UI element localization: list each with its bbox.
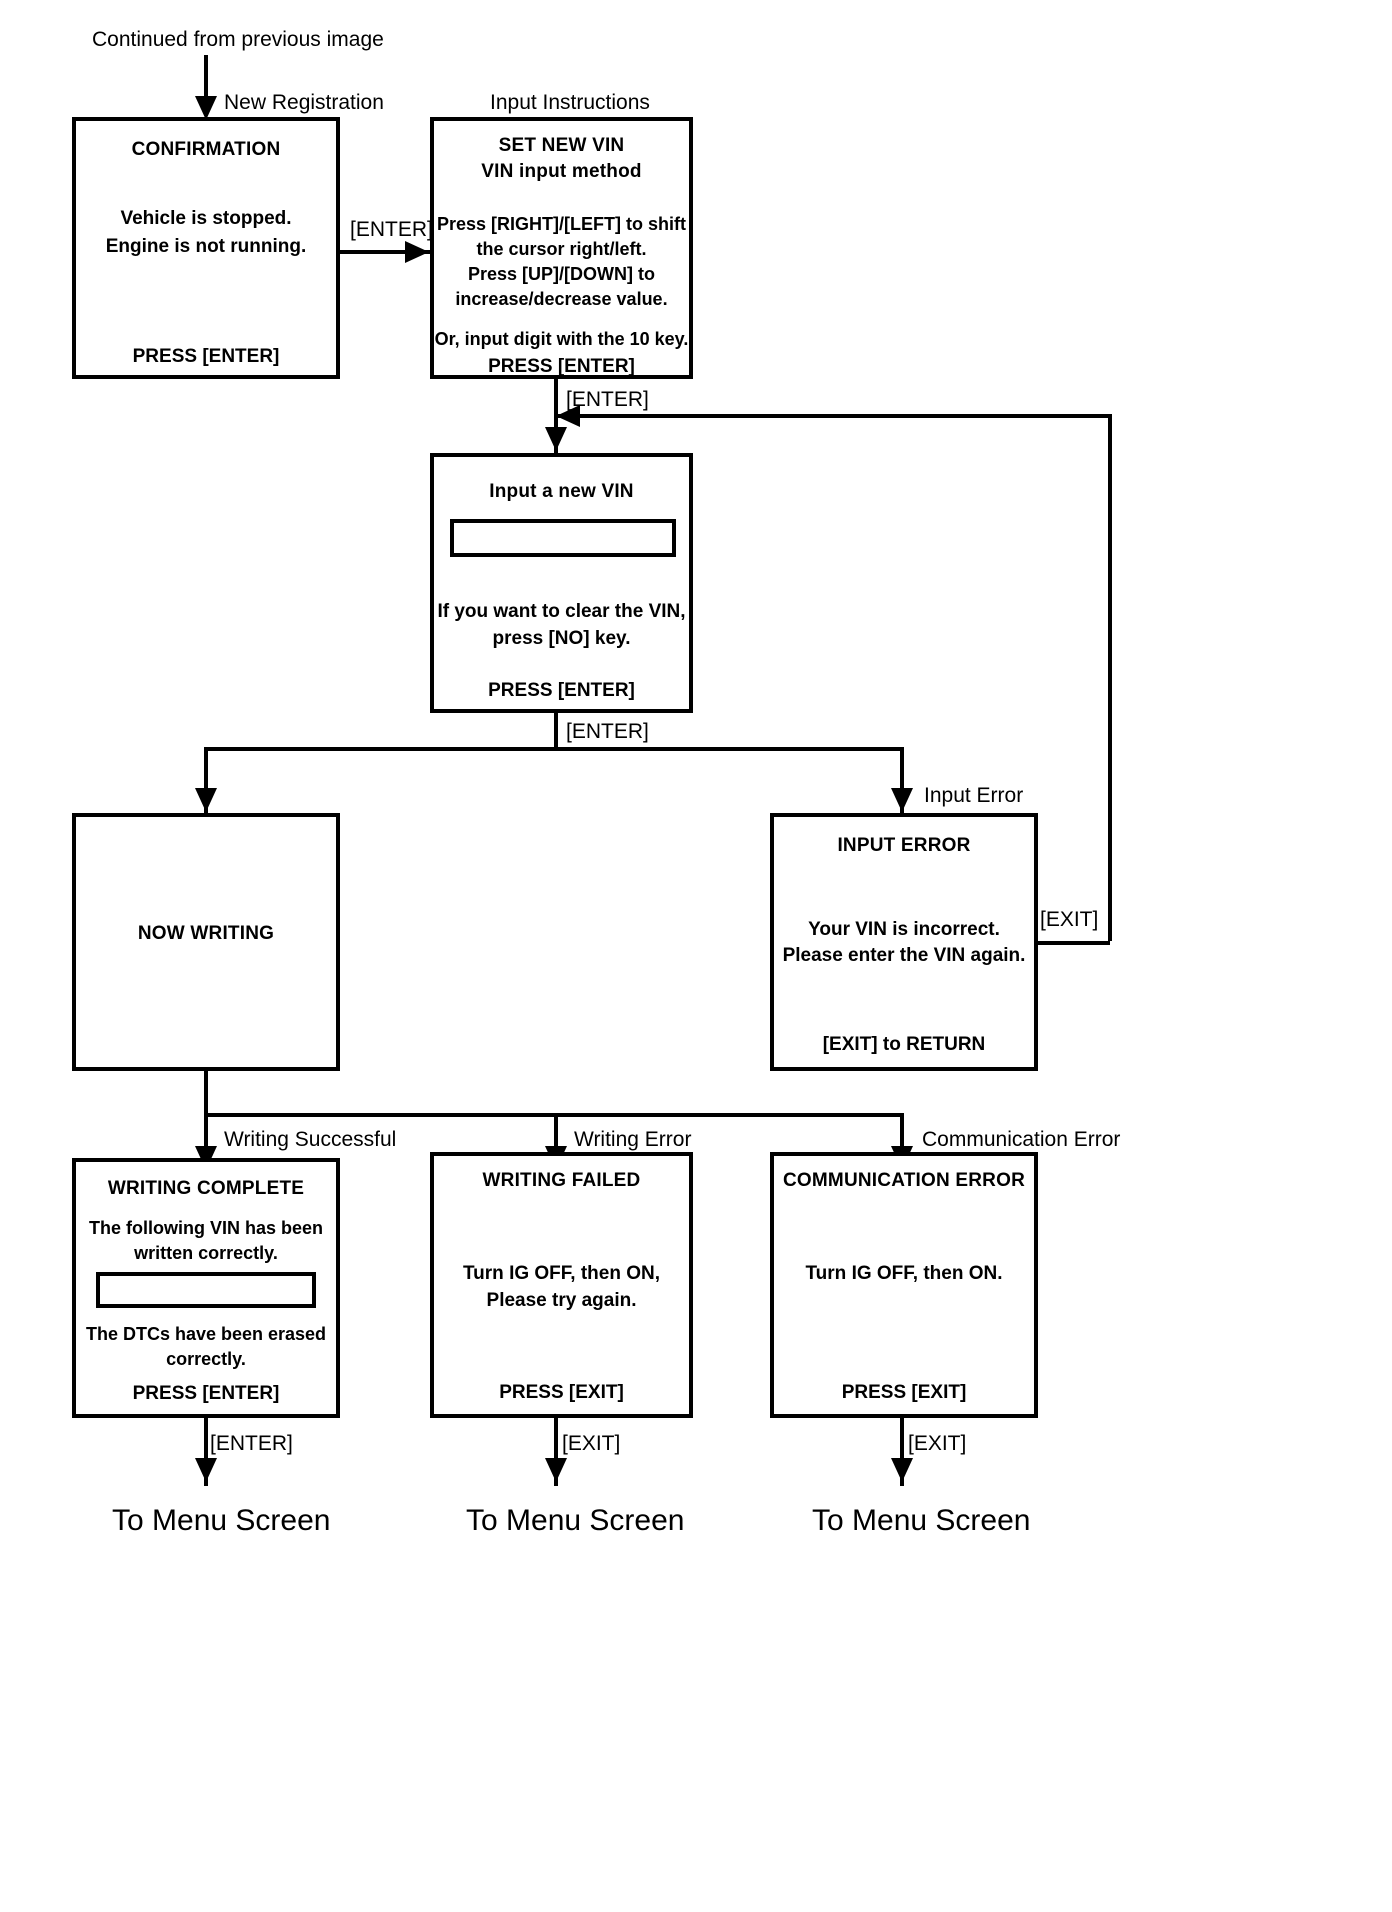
connector-commerror-to-menu xyxy=(900,1418,904,1486)
commerror-title: COMMUNICATION ERROR xyxy=(783,1170,1025,1191)
screen-writing-complete[interactable]: WRITING COMPLETE The following VIN has b… xyxy=(72,1158,340,1418)
connector-nowwriting-down xyxy=(204,1071,208,1117)
written-vin-field xyxy=(96,1272,316,1308)
caption-input-error: Input Error xyxy=(924,784,1024,807)
inputvin-title: Input a new VIN xyxy=(489,481,634,502)
inputerror-line-1: Your VIN is incorrect. xyxy=(808,919,1000,940)
writingfailed-line-1: Turn IG OFF, then ON, xyxy=(462,1263,661,1284)
inputerror-line-2: Please enter the VIN again. xyxy=(782,945,1026,966)
connector-confirmation-to-setvin xyxy=(340,250,430,254)
screen-now-writing[interactable]: NOW WRITING xyxy=(72,813,340,1071)
edge-label-exit-commerror: [EXIT] xyxy=(908,1432,967,1455)
inputvin-line-2: press [NO] key. xyxy=(492,628,631,649)
inputvin-line-1: If you want to clear the VIN, xyxy=(437,601,686,622)
edge-label-exit-failed: [EXIT] xyxy=(562,1432,621,1455)
connector-branch-to-inputerror xyxy=(900,747,904,815)
writingfailed-footer: PRESS [EXIT] xyxy=(499,1382,624,1403)
confirmation-footer: PRESS [ENTER] xyxy=(132,346,280,367)
screen-confirmation[interactable]: CONFIRMATION Vehicle is stopped. Engine … xyxy=(72,117,340,379)
connector-top-to-confirmation xyxy=(204,55,208,103)
edge-label-enter-inputvin: [ENTER] xyxy=(566,720,649,743)
arrowhead-into-nowwriting xyxy=(195,788,217,812)
writingcomplete-title: WRITING COMPLETE xyxy=(107,1178,305,1199)
setvin-line-3: Press [UP]/[DOWN] to xyxy=(467,264,655,284)
caption-input-instructions: Input Instructions xyxy=(490,91,650,114)
confirmation-line-1: Vehicle is stopped. xyxy=(120,208,292,229)
setvin-line-1: Press [RIGHT]/[LEFT] to shift xyxy=(437,214,686,234)
arrowhead-into-setvin xyxy=(405,241,429,263)
inputerror-title: INPUT ERROR xyxy=(837,835,971,856)
nowwriting-title: NOW WRITING xyxy=(137,923,275,944)
writingfailed-title: WRITING FAILED xyxy=(482,1170,641,1191)
arrowhead-failed-to-menu xyxy=(545,1458,567,1482)
connector-complete-to-menu xyxy=(204,1418,208,1486)
caption-new-registration: New Registration xyxy=(224,91,384,114)
writingcomplete-line-4: correctly. xyxy=(166,1349,246,1369)
screen-writing-failed[interactable]: WRITING FAILED Turn IG OFF, then ON, Ple… xyxy=(430,1152,693,1418)
inputerror-footer: [EXIT] to RETURN xyxy=(822,1034,986,1055)
connector-inputvin-down xyxy=(554,713,558,749)
commerror-line-1: Turn IG OFF, then ON. xyxy=(805,1263,1003,1284)
inputvin-footer: PRESS [ENTER] xyxy=(488,680,635,701)
caption-writing-successful: Writing Successful xyxy=(224,1128,397,1151)
connector-failed-to-menu xyxy=(554,1418,558,1486)
screen-communication-error[interactable]: COMMUNICATION ERROR Turn IG OFF, then ON… xyxy=(770,1152,1038,1418)
screen-set-new-vin[interactable]: SET NEW VIN VIN input method Press [RIGH… xyxy=(430,117,693,379)
confirmation-title: CONFIRMATION xyxy=(131,139,281,160)
edge-label-exit-return: [EXIT] xyxy=(1040,908,1099,931)
continued-from-note: Continued from previous image xyxy=(92,28,384,51)
setvin-line-5: Or, input digit with the 10 key. xyxy=(434,329,689,349)
connector-error-return-vertical xyxy=(1108,414,1112,941)
connector-error-return-horizontal xyxy=(556,414,1112,418)
branch-bus-horizontal xyxy=(204,747,904,751)
setvin-title-2: VIN input method xyxy=(481,161,642,182)
arrowhead-into-inputerror xyxy=(891,788,913,812)
writingfailed-line-2: Please try again. xyxy=(486,1290,637,1311)
writingcomplete-footer: PRESS [ENTER] xyxy=(132,1383,280,1404)
setvin-line-4: increase/decrease value. xyxy=(455,289,668,309)
edge-label-enter-confirmation: [ENTER] xyxy=(350,218,433,241)
writingcomplete-line-2: written correctly. xyxy=(134,1243,278,1263)
setvin-footer: PRESS [ENTER] xyxy=(488,356,635,377)
writingcomplete-line-1: The following VIN has been xyxy=(88,1218,324,1238)
commerror-footer: PRESS [EXIT] xyxy=(841,1382,967,1403)
terminal-to-menu-screen-3: To Menu Screen xyxy=(812,1504,1031,1537)
arrowhead-complete-to-menu xyxy=(195,1458,217,1482)
screen-input-error[interactable]: INPUT ERROR Your VIN is incorrect. Pleas… xyxy=(770,813,1038,1071)
setvin-title-1: SET NEW VIN xyxy=(498,135,625,156)
edge-label-enter-setvin: [ENTER] xyxy=(566,388,649,411)
arrowhead-into-inputvin xyxy=(545,427,567,451)
connector-branch-to-nowwriting xyxy=(204,747,208,815)
confirmation-line-2: Engine is not running. xyxy=(105,236,307,257)
vin-input-field[interactable] xyxy=(450,519,676,557)
arrowhead-error-return xyxy=(556,405,580,427)
connector-to-writing-complete xyxy=(204,1113,208,1175)
terminal-to-menu-screen-2: To Menu Screen xyxy=(466,1504,685,1537)
connector-to-communication-error xyxy=(900,1113,904,1175)
writingcomplete-line-3: The DTCs have been erased xyxy=(85,1324,327,1344)
connector-inputerror-to-return xyxy=(1038,941,1110,945)
arrowhead-commerror-to-menu xyxy=(891,1458,913,1482)
caption-communication-error: Communication Error xyxy=(922,1128,1121,1151)
terminal-to-menu-screen-1: To Menu Screen xyxy=(112,1504,331,1537)
setvin-line-2: the cursor right/left. xyxy=(476,239,647,259)
arrowhead-into-confirmation xyxy=(195,96,217,120)
edge-label-enter-complete: [ENTER] xyxy=(210,1432,293,1455)
caption-writing-error: Writing Error xyxy=(574,1128,692,1151)
screen-input-new-vin[interactable]: Input a new VIN If you want to clear the… xyxy=(430,453,693,713)
connector-to-writing-failed xyxy=(554,1113,558,1175)
